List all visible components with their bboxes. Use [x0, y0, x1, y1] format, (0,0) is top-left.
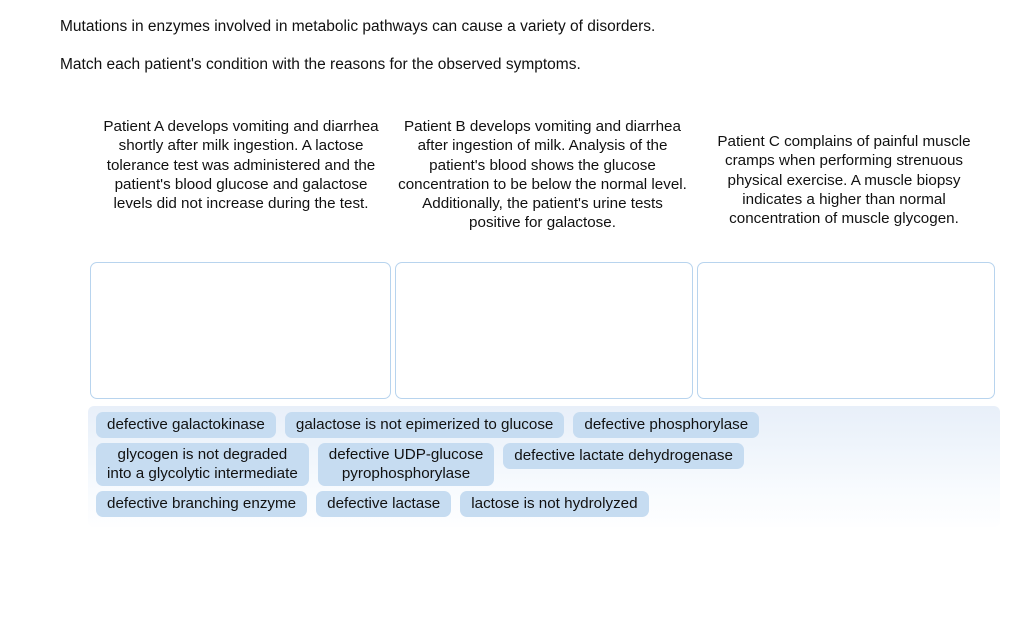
answer-token-defective-phosphorylase[interactable]: defective phosphorylase — [573, 412, 760, 438]
dropzone-patient-c[interactable] — [697, 262, 995, 399]
answer-bank-row: defective branching enzyme defective lac… — [96, 491, 992, 517]
patient-description-a: Patient A develops vomiting and diarrhea… — [103, 118, 379, 213]
answer-token-defective-lactase[interactable]: defective lactase — [316, 491, 452, 517]
answer-token-defective-galactokinase[interactable]: defective galactokinase — [96, 412, 276, 438]
answer-bank-row: defective galactokinase galactose is not… — [96, 412, 992, 438]
patient-descriptions-row: Patient A develops vomiting and diarrhea… — [90, 117, 995, 233]
answer-token-defective-lactate-dehydrogenase[interactable]: defective lactate dehydrogenase — [503, 443, 744, 469]
dropzone-patient-b[interactable] — [395, 262, 693, 399]
patient-description-c: Patient C complains of painful muscle cr… — [717, 133, 971, 228]
dropzone-row — [90, 262, 995, 399]
prompt-line-1: Mutations in enzymes involved in metabol… — [60, 18, 656, 35]
answer-token-defective-udp-glucose-pyrophosphorylase[interactable]: defective UDP-glucose pyrophosphorylase — [317, 443, 495, 486]
answer-bank: defective galactokinase galactose is not… — [88, 406, 1000, 527]
answer-token-defective-branching-enzyme[interactable]: defective branching enzyme — [96, 491, 308, 517]
answer-bank-row: glycogen is not degraded into a glycolyt… — [96, 443, 992, 486]
answer-token-lactose-not-hydrolyzed[interactable]: lactose is not hydrolyzed — [460, 491, 649, 517]
answer-token-glycogen-not-degraded[interactable]: glycogen is not degraded into a glycolyt… — [96, 443, 309, 486]
prompt-line-2: Match each patient's condition with the … — [60, 56, 581, 73]
patient-description-b: Patient B develops vomiting and diarrhea… — [398, 118, 687, 232]
answer-token-galactose-not-epimerized[interactable]: galactose is not epimerized to glucose — [284, 412, 565, 438]
dropzone-patient-a[interactable] — [90, 262, 391, 399]
